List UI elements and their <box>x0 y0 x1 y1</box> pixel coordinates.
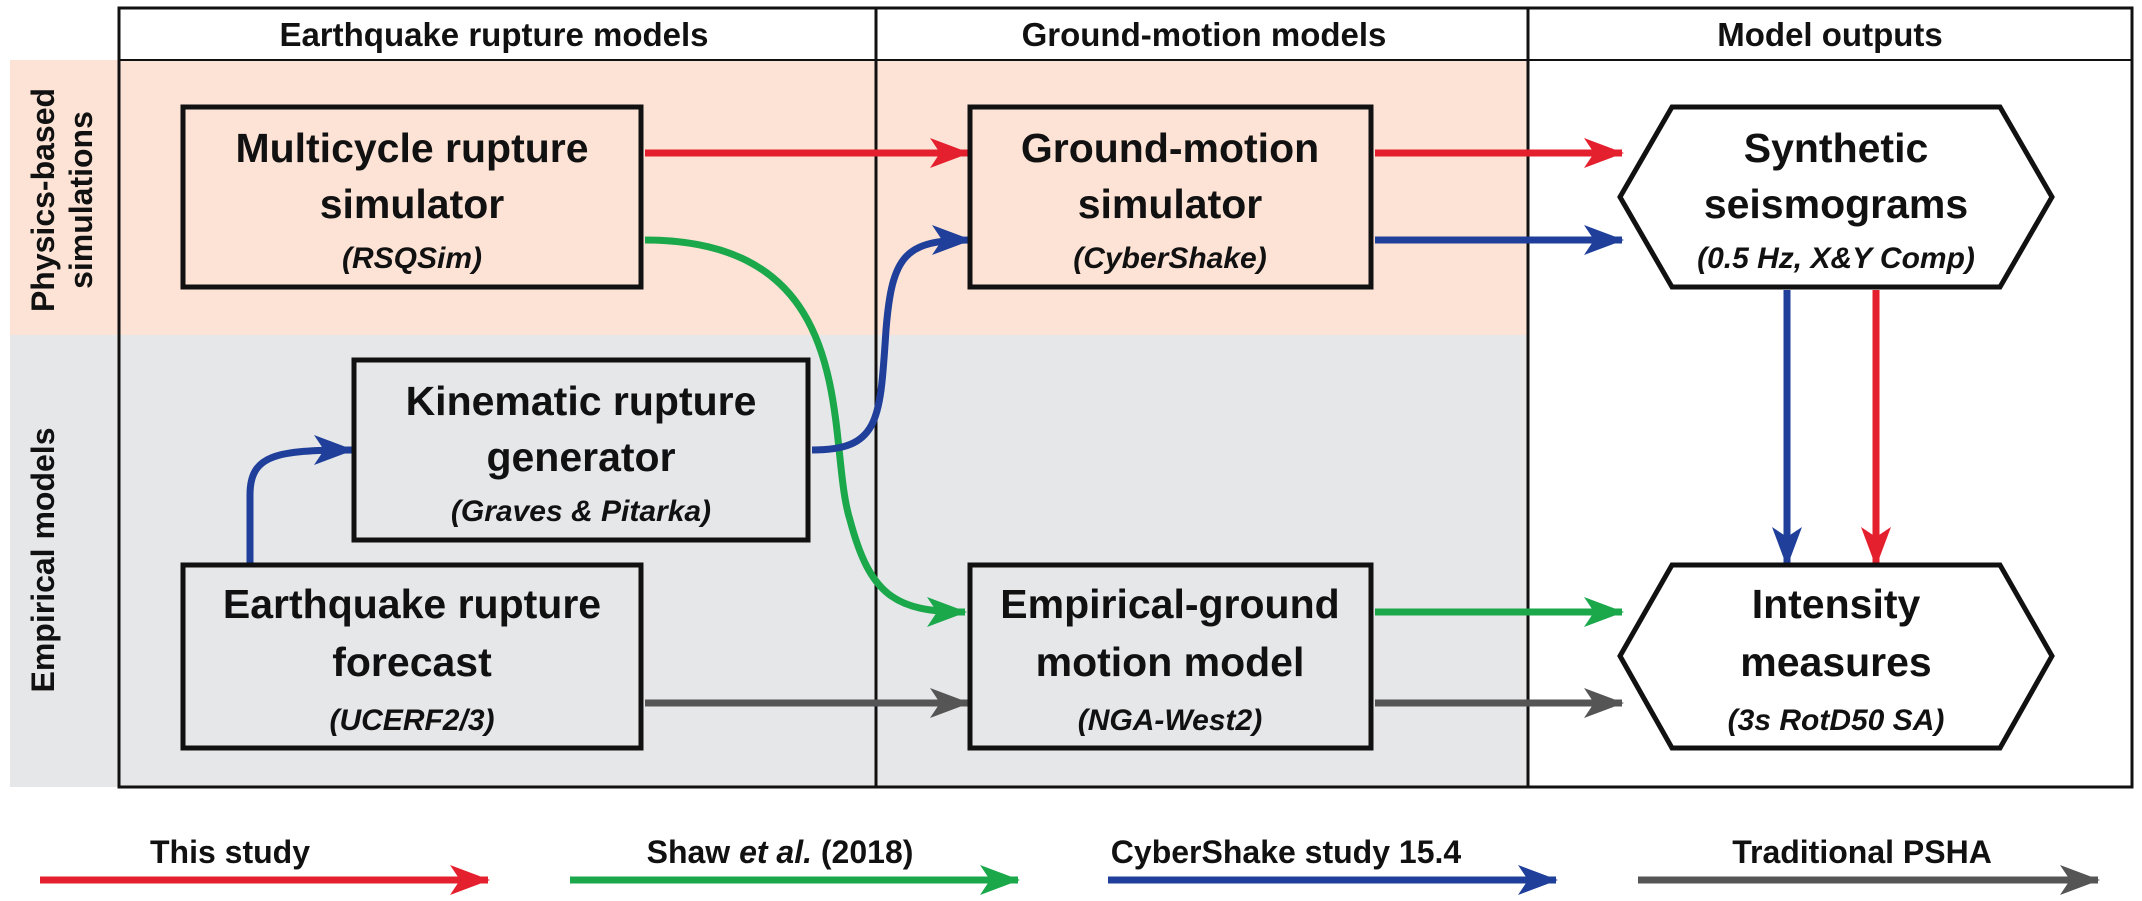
column-header-outputs: Model outputs <box>1717 16 1942 53</box>
box-gm-sim-sub: (CyberShake) <box>1073 242 1266 275</box>
box-kinematic-sub: (Graves & Pitarka) <box>451 495 711 528</box>
box-erf-line1: Earthquake rupture <box>223 581 601 627</box>
box-erf-sub: (UCERF2/3) <box>329 704 494 737</box>
legend-item-this-study: This study <box>40 834 490 895</box>
legend-item-cybershake: CyberShake study 15.4 <box>1108 834 1558 895</box>
box-multicycle-line1: Multicycle rupture <box>235 125 588 171</box>
legend-label-this-study: This study <box>150 834 310 870</box>
legend-item-traditional: Traditional PSHA <box>1638 834 2100 895</box>
column-header-ground-motion: Ground-motion models <box>1022 16 1387 53</box>
box-intensity-line2: measures <box>1740 639 1931 685</box>
box-kinematic-line1: Kinematic rupture <box>406 378 757 424</box>
box-synthetic-seismograms: Synthetic seismograms (0.5 Hz, X&Y Comp) <box>1617 104 2055 290</box>
column-header-rupture: Earthquake rupture models <box>279 16 708 53</box>
arrow-blue-erf-to-kinematic <box>246 435 354 565</box>
box-kinematic-line2: generator <box>486 434 675 480</box>
box-egmm-line2: motion model <box>1036 639 1305 685</box>
box-multicycle-simulator: Multicycle rupture simulator (RSQSim) <box>180 104 644 290</box>
row-label-empirical: Empirical models <box>25 428 61 693</box>
box-multicycle-sub: (RSQSim) <box>342 242 482 275</box>
legend-label-cybershake: CyberShake study 15.4 <box>1111 834 1462 870</box>
legend-label-shaw: Shaw et al. (2018) <box>647 834 914 870</box>
box-synthetic-line1: Synthetic <box>1744 125 1929 171</box>
box-multicycle-line2: simulator <box>320 181 505 227</box>
box-egmm-sub: (NGA-West2) <box>1078 704 1262 737</box>
legend-label-traditional: Traditional PSHA <box>1732 834 1992 870</box>
box-erf-line2: forecast <box>332 639 492 685</box>
row-label-physics-line1: Physics-based <box>25 88 61 312</box>
box-intensity-line1: Intensity <box>1752 581 1921 627</box>
box-gm-sim-line2: simulator <box>1078 181 1263 227</box>
row-label-physics-line2: simulations <box>63 111 99 289</box>
box-egmm-line1: Empirical-ground <box>1000 581 1339 627</box>
box-intensity-sub: (3s RotD50 SA) <box>1728 704 1945 737</box>
box-kinematic-generator: Kinematic rupture generator (Graves & Pi… <box>351 357 811 543</box>
box-synthetic-sub: (0.5 Hz, X&Y Comp) <box>1697 242 1975 275</box>
main-frame <box>117 6 2134 789</box>
arrow-blue-kinematic-to-gm-sim <box>811 225 972 454</box>
box-egmm: Empirical-ground motion model (NGA-West2… <box>967 562 1374 751</box>
legend-item-shaw: Shaw et al. (2018) <box>570 834 1020 895</box>
arrow-green-multicycle-to-egmm <box>644 236 967 627</box>
box-gm-sim-line1: Ground-motion <box>1021 125 1319 171</box>
box-erf: Earthquake rupture forecast (UCERF2/3) <box>180 562 644 751</box>
box-intensity-measures: Intensity measures (3s RotD50 SA) <box>1617 562 2055 751</box>
box-synthetic-line2: seismograms <box>1704 181 1968 227</box>
legend: This study Shaw et al. (2018) CyberShake… <box>40 834 2100 895</box>
box-gm-simulator: Ground-motion simulator (CyberShake) <box>967 104 1374 290</box>
